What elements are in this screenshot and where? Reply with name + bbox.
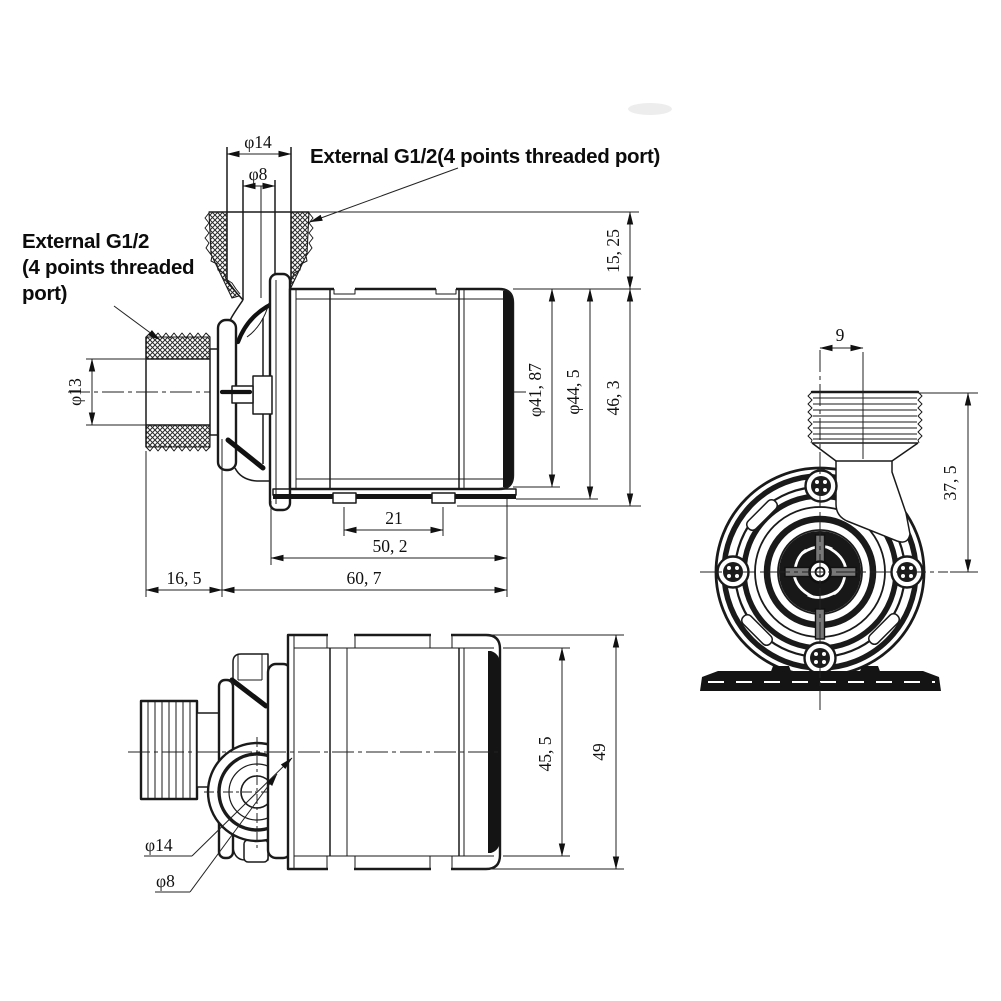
front-view-dimensions: 9 37, 5 [819,325,978,573]
side-view: φ14 φ8 φ13 15, 25 φ41, 87 φ44, 5 46, 3 2… [65,132,641,597]
base-tab [431,492,456,504]
dim-21: 21 [385,508,403,528]
left-port-callout-line2: (4 points threaded [22,256,194,279]
impeller-hub [252,375,273,415]
front-view-ribs [740,498,901,647]
left-port-thread-hatch-top [145,336,211,360]
pump-head-flange [268,272,292,512]
bottom-view: φ14 φ8 45, 5 49 [128,633,624,893]
left-port-callout-line3: port) [22,282,67,305]
dim-phi41-87: φ41, 87 [525,363,545,417]
front-view-base [700,666,941,691]
front-view: 9 37, 5 [700,325,978,710]
scan-smudge [628,103,672,115]
dim-phi14-bottom: φ14 [145,835,173,855]
side-view-left-port [145,332,223,452]
bottom-view-dimensions: φ14 φ8 45, 5 49 [144,634,624,893]
pump-shaft [231,385,254,404]
motor-end-cap [503,291,513,487]
dim-9: 9 [836,325,845,345]
side-view-base [272,488,517,504]
front-view-screws [716,469,924,675]
port-lug [243,839,269,863]
dim-49: 49 [589,743,609,761]
dim-phi13: φ13 [65,378,85,406]
side-view-pump-head [216,272,292,512]
front-port-pipe [835,460,911,543]
left-port-thread-hatch-bottom [145,424,211,448]
front-view-port [807,390,923,543]
top-port-thread-hatch-left [208,211,240,299]
dim-phi8-bottom: φ8 [156,871,175,891]
screw-boss [804,469,838,503]
dim-50-2: 50, 2 [373,536,408,556]
dim-60-7: 60, 7 [347,568,382,588]
bottom-view-left-port [139,699,220,801]
callout-labels: External G1/2(4 points threaded port) Ex… [22,145,660,341]
dim-16-5: 16, 5 [167,568,202,588]
dim-46-3: 46, 3 [603,380,623,415]
dim-phi14-side: φ14 [244,132,272,152]
dim-phi8-side: φ8 [249,164,268,184]
side-view-dimensions: φ14 φ8 φ13 15, 25 φ41, 87 φ44, 5 46, 3 2… [65,132,641,597]
motor-outline [288,287,515,491]
top-port-callout: External G1/2(4 points threaded port) [310,145,660,168]
left-port-callout-line1: External G1/2 [22,230,149,253]
base-tab [332,492,357,504]
dim-15-25: 15, 25 [603,229,623,273]
dim-phi44-5: φ44, 5 [563,369,583,414]
side-view-motor [288,287,515,491]
screw-boss [716,555,750,589]
dim-37-5: 37, 5 [940,465,960,500]
dim-45-5: 45, 5 [535,736,555,771]
